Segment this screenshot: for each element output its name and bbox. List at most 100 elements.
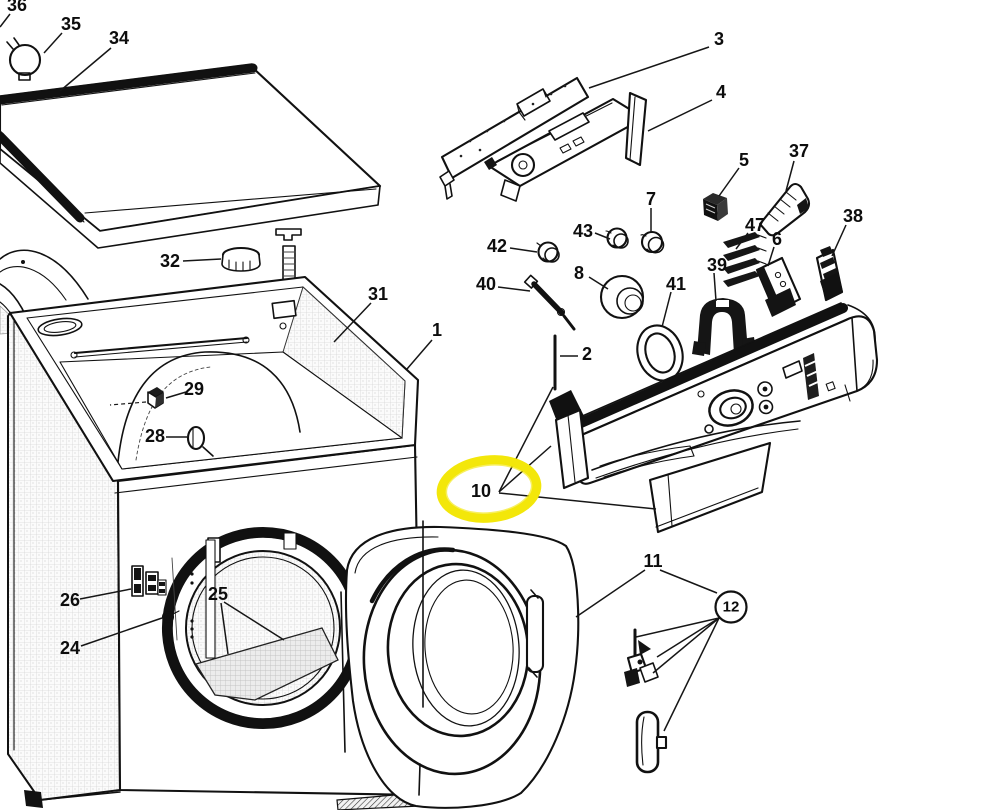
part-label-10[interactable]: 10 — [471, 481, 491, 501]
leader-line-36 — [0, 13, 11, 28]
svg-text:34: 34 — [109, 28, 129, 48]
part-label-2[interactable]: 2 — [582, 344, 592, 364]
leader-line-43 — [594, 232, 611, 240]
leader-line-5 — [718, 167, 740, 197]
switch-6 — [755, 256, 802, 317]
contact-strip-47 — [723, 232, 767, 287]
part-label-32[interactable]: 32 — [160, 251, 180, 271]
highlight-marker-part-10[interactable] — [436, 455, 542, 523]
leader-line-41 — [661, 291, 672, 328]
part-label-11[interactable]: 11 — [643, 551, 662, 571]
svg-text:1: 1 — [432, 320, 442, 340]
svg-text:42: 42 — [487, 236, 507, 256]
svg-text:25: 25 — [208, 584, 228, 604]
part-label-40[interactable]: 40 — [476, 274, 496, 294]
svg-text:35: 35 — [61, 14, 81, 34]
part-label-26[interactable]: 26 — [60, 590, 80, 610]
svg-text:26: 26 — [60, 590, 80, 610]
part-label-34[interactable]: 34 — [109, 28, 129, 48]
drawer-front — [648, 441, 772, 534]
leader-line-29 — [165, 391, 187, 399]
part-label-35[interactable]: 35 — [61, 14, 81, 34]
svg-text:36: 36 — [7, 0, 27, 15]
leader-line-6 — [767, 246, 775, 267]
part-label-38[interactable]: 38 — [843, 206, 863, 226]
hose-clamp-35 — [6, 37, 42, 81]
leader-lines — [0, 13, 847, 732]
part-label-28[interactable]: 28 — [145, 426, 165, 446]
part-label-39[interactable]: 39 — [707, 255, 727, 275]
svg-text:32: 32 — [160, 251, 180, 271]
leader-line-25 — [223, 601, 285, 641]
svg-text:31: 31 — [368, 284, 388, 304]
leader-line-12 — [652, 617, 720, 674]
label-circle-12 — [714, 590, 748, 624]
leader-line-47 — [735, 232, 749, 250]
leader-line-10 — [498, 386, 554, 493]
svg-text:5: 5 — [739, 150, 749, 170]
highlight-circle[interactable] — [436, 455, 542, 523]
door-hinge-parts — [624, 628, 659, 687]
part-label-7[interactable]: 7 — [646, 189, 656, 209]
svg-text:12: 12 — [723, 599, 740, 616]
door-assembly — [340, 520, 580, 809]
part-label-3[interactable]: 3 — [714, 29, 724, 49]
leader-line-31 — [333, 302, 372, 343]
door-lock-26 — [131, 565, 167, 597]
svg-text:38: 38 — [843, 206, 863, 226]
control-pcb — [439, 76, 590, 200]
cabinet — [7, 275, 423, 810]
part-label-42[interactable]: 42 — [487, 236, 507, 256]
display-board — [484, 91, 648, 202]
part-label-43[interactable]: 43 — [573, 221, 593, 241]
svg-text:7: 7 — [646, 189, 656, 209]
leader-line-4 — [647, 99, 713, 132]
svg-text:29: 29 — [184, 379, 204, 399]
svg-text:24: 24 — [60, 638, 80, 658]
part-label-8[interactable]: 8 — [574, 263, 584, 283]
part-label-41[interactable]: 41 — [666, 274, 686, 294]
leader-line-12 — [635, 617, 720, 638]
svg-text:37: 37 — [789, 141, 809, 161]
part-label-4[interactable]: 4 — [716, 82, 726, 102]
svg-text:43: 43 — [573, 221, 593, 241]
leader-line-25 — [220, 602, 229, 655]
part-label-25[interactable]: 25 — [208, 584, 228, 604]
leader-line-39 — [713, 272, 717, 302]
leader-line-12 — [663, 617, 720, 732]
part-label-36[interactable]: 36 — [7, 0, 27, 15]
part-label-6[interactable]: 6 — [772, 229, 782, 249]
part-label-24[interactable]: 24 — [60, 638, 80, 658]
part-label-1[interactable]: 1 — [432, 320, 442, 340]
leader-line-10 — [498, 492, 657, 510]
part-label-31[interactable]: 31 — [368, 284, 388, 304]
leader-line-11 — [575, 569, 646, 618]
leader-line-24 — [80, 617, 163, 647]
leader-line-34 — [59, 47, 112, 92]
svg-text:40: 40 — [476, 274, 496, 294]
svg-text:8: 8 — [574, 263, 584, 283]
knob-8 — [599, 274, 645, 320]
svg-text:4: 4 — [716, 82, 726, 102]
part-28-clip — [186, 425, 214, 457]
knob-7 — [640, 230, 665, 254]
leader-line-37 — [785, 160, 795, 192]
svg-text:2: 2 — [582, 344, 592, 364]
part-label-29[interactable]: 29 — [184, 379, 204, 399]
part-label-12[interactable]: 12 — [714, 590, 748, 624]
knob-42 — [536, 241, 560, 263]
leader-line-11 — [659, 569, 718, 594]
leader-line-12 — [656, 617, 720, 658]
svg-text:28: 28 — [145, 426, 165, 446]
part-label-37[interactable]: 37 — [789, 141, 809, 161]
part-label-5[interactable]: 5 — [739, 150, 749, 170]
part-29-block — [147, 387, 164, 409]
grommet-32 — [221, 246, 261, 272]
svg-text:39: 39 — [707, 255, 727, 275]
part-label-47[interactable]: 47 — [745, 215, 765, 235]
leader-line-38 — [831, 224, 847, 257]
svg-text:41: 41 — [666, 274, 686, 294]
